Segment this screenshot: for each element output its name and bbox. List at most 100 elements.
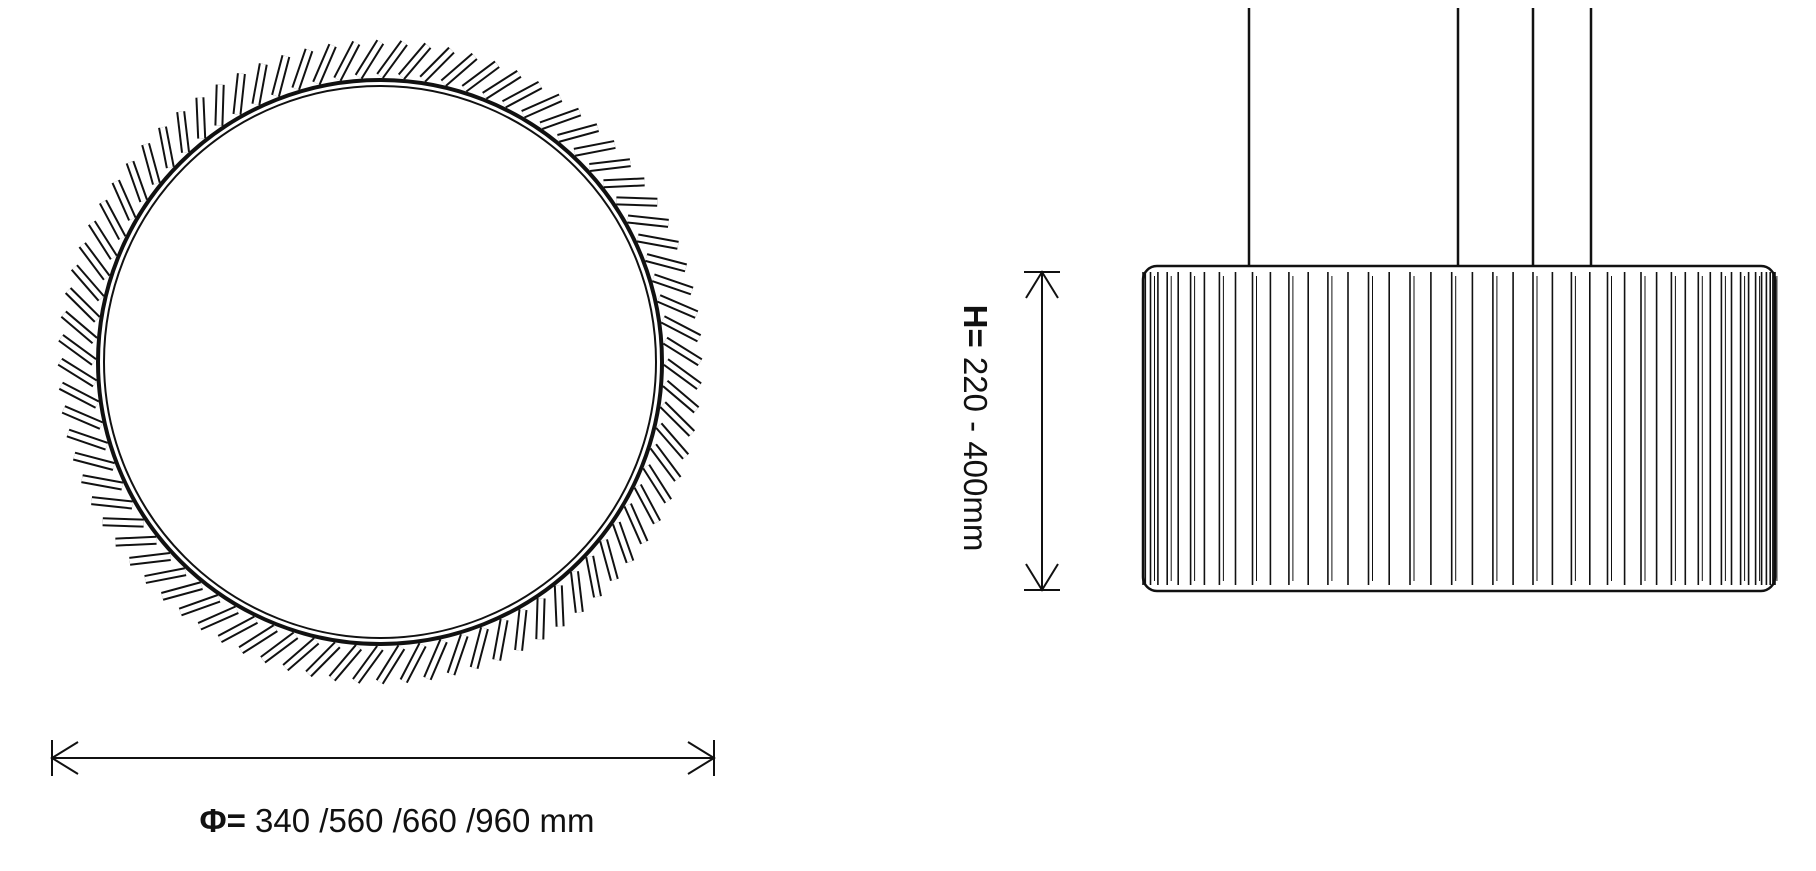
- top-view-fins: [57, 39, 703, 685]
- top-view-fin-highlight: [218, 617, 258, 642]
- top-view-fin-highlight: [603, 179, 645, 187]
- top-view-fin-highlight: [91, 498, 133, 508]
- top-view-fin-highlight: [644, 465, 671, 503]
- top-view-fin-highlight: [161, 583, 203, 599]
- top-view-fin-highlight: [59, 383, 99, 407]
- top-view-fin-highlight: [627, 216, 669, 226]
- top-view-fin-highlight: [67, 430, 108, 449]
- top-view-fin-highlight: [102, 519, 144, 526]
- top-view-fin-highlight: [540, 109, 581, 129]
- top-view-fin-highlight: [353, 646, 383, 683]
- diameter-dimension: [50, 740, 716, 776]
- top-view-fin-highlight: [557, 125, 599, 141]
- side-view: [1141, 8, 1778, 593]
- top-view-fin-highlight: [494, 619, 507, 661]
- shade-outline: [1141, 264, 1777, 593]
- top-view-fin-highlight: [555, 585, 563, 627]
- top-view-fin-highlight: [441, 54, 477, 86]
- top-view-fin-highlight: [587, 556, 600, 598]
- top-view-inner-ring-inner: [103, 85, 657, 639]
- height-label: H= 220 - 400mm: [957, 305, 994, 552]
- top-view-fin-highlight: [664, 359, 701, 389]
- top-view-fin-highlight: [179, 595, 220, 615]
- height-symbol: H=: [957, 305, 994, 348]
- top-view-fin-highlight: [663, 338, 702, 365]
- top-view-fin-highlight: [113, 180, 135, 221]
- height-values: 220 - 400mm: [957, 348, 994, 552]
- top-view-fin-highlight: [537, 598, 544, 640]
- diameter-arrow-right: [687, 741, 716, 775]
- top-view-fin-highlight: [178, 111, 188, 153]
- top-view-fin-highlight: [62, 407, 103, 428]
- top-view-fin-highlight: [574, 142, 616, 155]
- top-view-fin-highlight: [377, 41, 407, 78]
- top-view-fin-highlight: [637, 235, 679, 248]
- top-view-fin-highlight: [253, 63, 266, 105]
- top-view-fin-highlight: [283, 638, 319, 670]
- top-view-fin-highlight: [601, 539, 617, 581]
- top-view-fin-highlight: [58, 359, 97, 386]
- top-view-fin-highlight: [261, 633, 298, 662]
- top-view-fin-highlight: [663, 381, 699, 412]
- top-view-fin-highlight: [645, 255, 687, 271]
- top-view-fin-highlight: [502, 82, 542, 107]
- top-view-fin-highlight: [100, 200, 125, 240]
- top-view-fin-highlight: [216, 84, 223, 126]
- top-view-fin-highlight: [198, 607, 239, 629]
- top-view-fin-highlight: [420, 48, 454, 81]
- top-view-fin-highlight: [425, 639, 446, 680]
- top-view-fin-highlight: [516, 609, 526, 651]
- top-view-fin-highlight: [273, 55, 289, 97]
- top-view-fin-highlight: [234, 73, 244, 115]
- top-view-fin-highlight: [625, 503, 647, 544]
- top-view-fin-highlight: [589, 160, 631, 170]
- diameter-label: Φ= 340 /560 /660 /960 mm: [200, 802, 595, 839]
- top-view-fin-highlight: [293, 49, 312, 90]
- diameter-symbol: Φ=: [200, 802, 246, 839]
- top-view-fin-highlight: [66, 288, 99, 322]
- top-view-fin-highlight: [661, 402, 694, 436]
- diameter-arrow-left: [50, 741, 79, 775]
- top-view-fin-highlight: [471, 627, 487, 669]
- top-view-fin-highlight: [160, 126, 173, 168]
- height-arrow-bottom: [1025, 563, 1059, 592]
- top-view-fin-highlight: [652, 275, 693, 294]
- top-view-fin-highlight: [572, 571, 582, 613]
- height-dimension: [1024, 270, 1060, 592]
- top-view-fin-highlight: [80, 243, 109, 280]
- top-view-fin-highlight: [197, 97, 205, 139]
- top-view-fin-highlight: [448, 634, 467, 675]
- top-view-fin-highlight: [657, 296, 698, 317]
- top-view-fin-highlight: [330, 645, 361, 681]
- top-view-fin-highlight: [656, 423, 688, 459]
- side-view-fins: [1142, 272, 1778, 585]
- top-view-inner-ring-outer: [96, 78, 664, 646]
- top-view-fin-highlight: [59, 335, 96, 365]
- top-view-fin-highlight: [239, 626, 277, 653]
- top-view-fin-highlight: [613, 522, 633, 563]
- top-view-fin-highlight: [483, 71, 521, 98]
- top-view-fin-highlight: [115, 537, 157, 545]
- top-view-fin-highlight: [356, 40, 383, 79]
- top-view-fin-highlight: [616, 198, 658, 205]
- top-view-fin-highlight: [81, 476, 123, 489]
- top-view-fin-highlight: [661, 317, 701, 341]
- height-arrow-top: [1025, 270, 1059, 299]
- top-view-fin-highlight: [129, 554, 171, 564]
- top-view-fin-highlight: [401, 643, 425, 683]
- top-view-fin-highlight: [335, 41, 359, 81]
- top-view-fin-highlight: [635, 484, 660, 524]
- top-view-fin-highlight: [61, 312, 97, 343]
- top-view-fin-highlight: [144, 569, 186, 582]
- top-view-fin-highlight: [72, 265, 104, 301]
- diameter-values: 340 /560 /660 /960 mm: [246, 802, 595, 839]
- top-view-fin-highlight: [73, 453, 115, 469]
- top-view-fin-highlight: [143, 143, 159, 185]
- top-view-fin-highlight: [127, 161, 147, 202]
- top-view-fin-highlight: [651, 444, 680, 481]
- top-view-fin-highlight: [314, 44, 335, 85]
- top-view: [57, 39, 703, 685]
- top-view-fin-highlight: [89, 221, 116, 259]
- top-view-fin-highlight: [462, 62, 499, 91]
